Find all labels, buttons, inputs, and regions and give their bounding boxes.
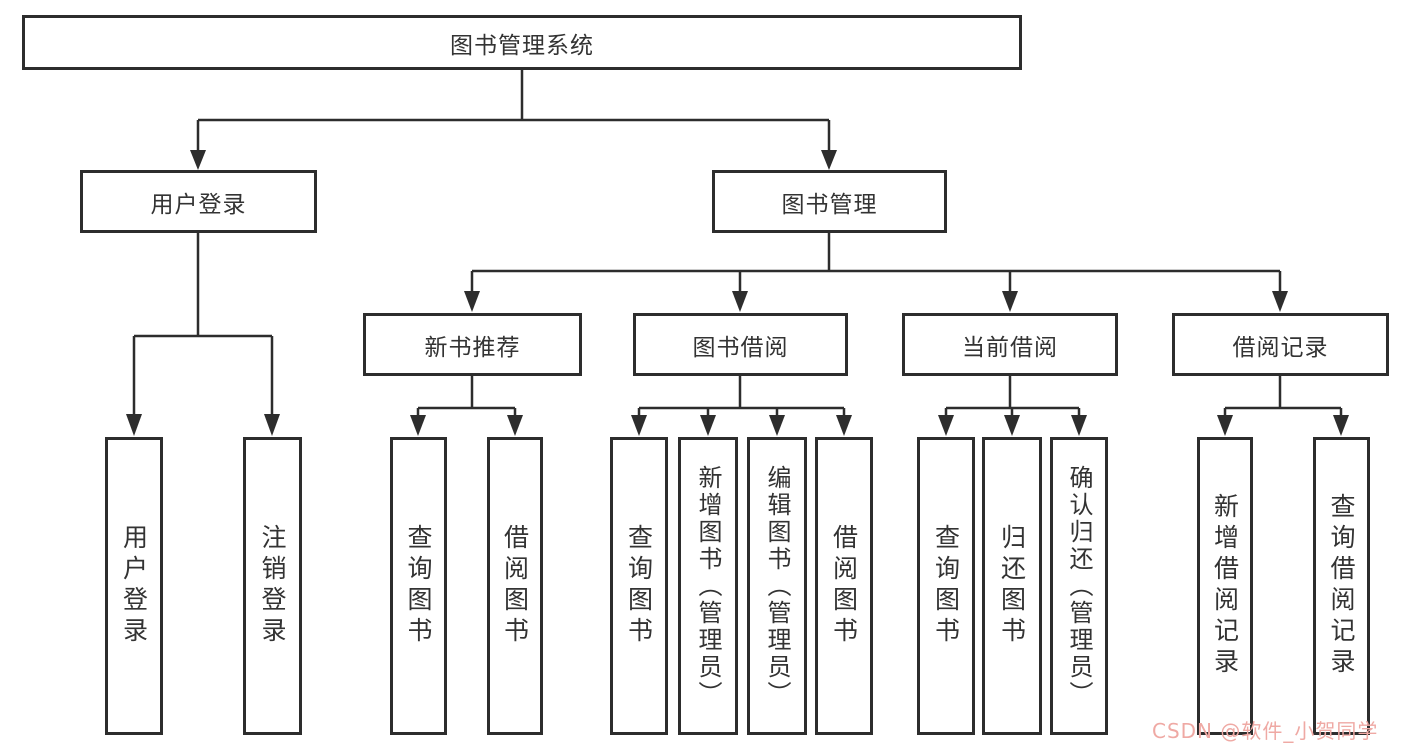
leaf-add-borrow-record-label: 新增借阅记录	[1210, 493, 1240, 679]
leaf-borrow-book-1-label: 借阅图书	[500, 524, 530, 648]
node-current-borrow: 当前借阅	[902, 313, 1118, 376]
leaf-borrow-book-2: 借阅图书	[815, 437, 873, 735]
node-borrow-record-label: 借阅记录	[1232, 334, 1329, 361]
leaf-query-book-2-label: 查询图书	[624, 524, 654, 648]
leaf-logout: 注销登录	[243, 437, 302, 735]
leaf-add-borrow-record: 新增借阅记录	[1197, 437, 1253, 735]
leaf-confirm-return-admin: 确认归还（管理员）	[1050, 437, 1108, 735]
leaf-query-book-3: 查询图书	[917, 437, 975, 735]
node-user-login-label: 用户登录	[150, 191, 247, 218]
arrowheads	[126, 150, 1349, 436]
leaf-user-login-label: 用户登录	[119, 524, 149, 648]
leaf-add-book-admin-label: 新增图书（管理员）	[694, 464, 722, 708]
node-book-management-label: 图书管理	[781, 191, 878, 218]
leaf-user-login: 用户登录	[105, 437, 163, 735]
node-user-login: 用户登录	[80, 170, 317, 233]
node-book-borrow-label: 图书借阅	[692, 334, 789, 361]
node-borrow-record: 借阅记录	[1172, 313, 1389, 376]
leaf-query-book-1-label: 查询图书	[404, 524, 433, 648]
leaf-query-book-3-label: 查询图书	[931, 524, 961, 648]
node-root: 图书管理系统	[22, 15, 1022, 70]
leaf-borrow-book-2-label: 借阅图书	[829, 524, 859, 648]
leaf-edit-book-admin: 编辑图书（管理员）	[747, 437, 807, 735]
node-root-label: 图书管理系统	[450, 32, 594, 59]
leaf-confirm-return-admin-label: 确认归还（管理员）	[1065, 464, 1093, 708]
node-new-book-recommend: 新书推荐	[363, 313, 582, 376]
leaf-borrow-book-1: 借阅图书	[487, 437, 543, 735]
csdn-watermark: CSDN @软件_小贺同学	[1152, 719, 1379, 743]
leaf-query-book-1: 查询图书	[390, 437, 447, 735]
node-new-book-recommend-label: 新书推荐	[424, 334, 521, 361]
leaf-return-book: 归还图书	[982, 437, 1042, 735]
leaf-query-borrow-record-label: 查询借阅记录	[1327, 493, 1356, 679]
node-book-borrow: 图书借阅	[633, 313, 848, 376]
leaf-query-book-2: 查询图书	[610, 437, 668, 735]
node-current-borrow-label: 当前借阅	[962, 334, 1058, 361]
leaf-edit-book-admin-label: 编辑图书（管理员）	[763, 464, 791, 708]
leaf-add-book-admin: 新增图书（管理员）	[678, 437, 738, 735]
node-book-management: 图书管理	[712, 170, 947, 233]
leaf-return-book-label: 归还图书	[997, 524, 1027, 648]
leaf-logout-label: 注销登录	[258, 524, 287, 648]
leaf-query-borrow-record: 查询借阅记录	[1313, 437, 1370, 735]
